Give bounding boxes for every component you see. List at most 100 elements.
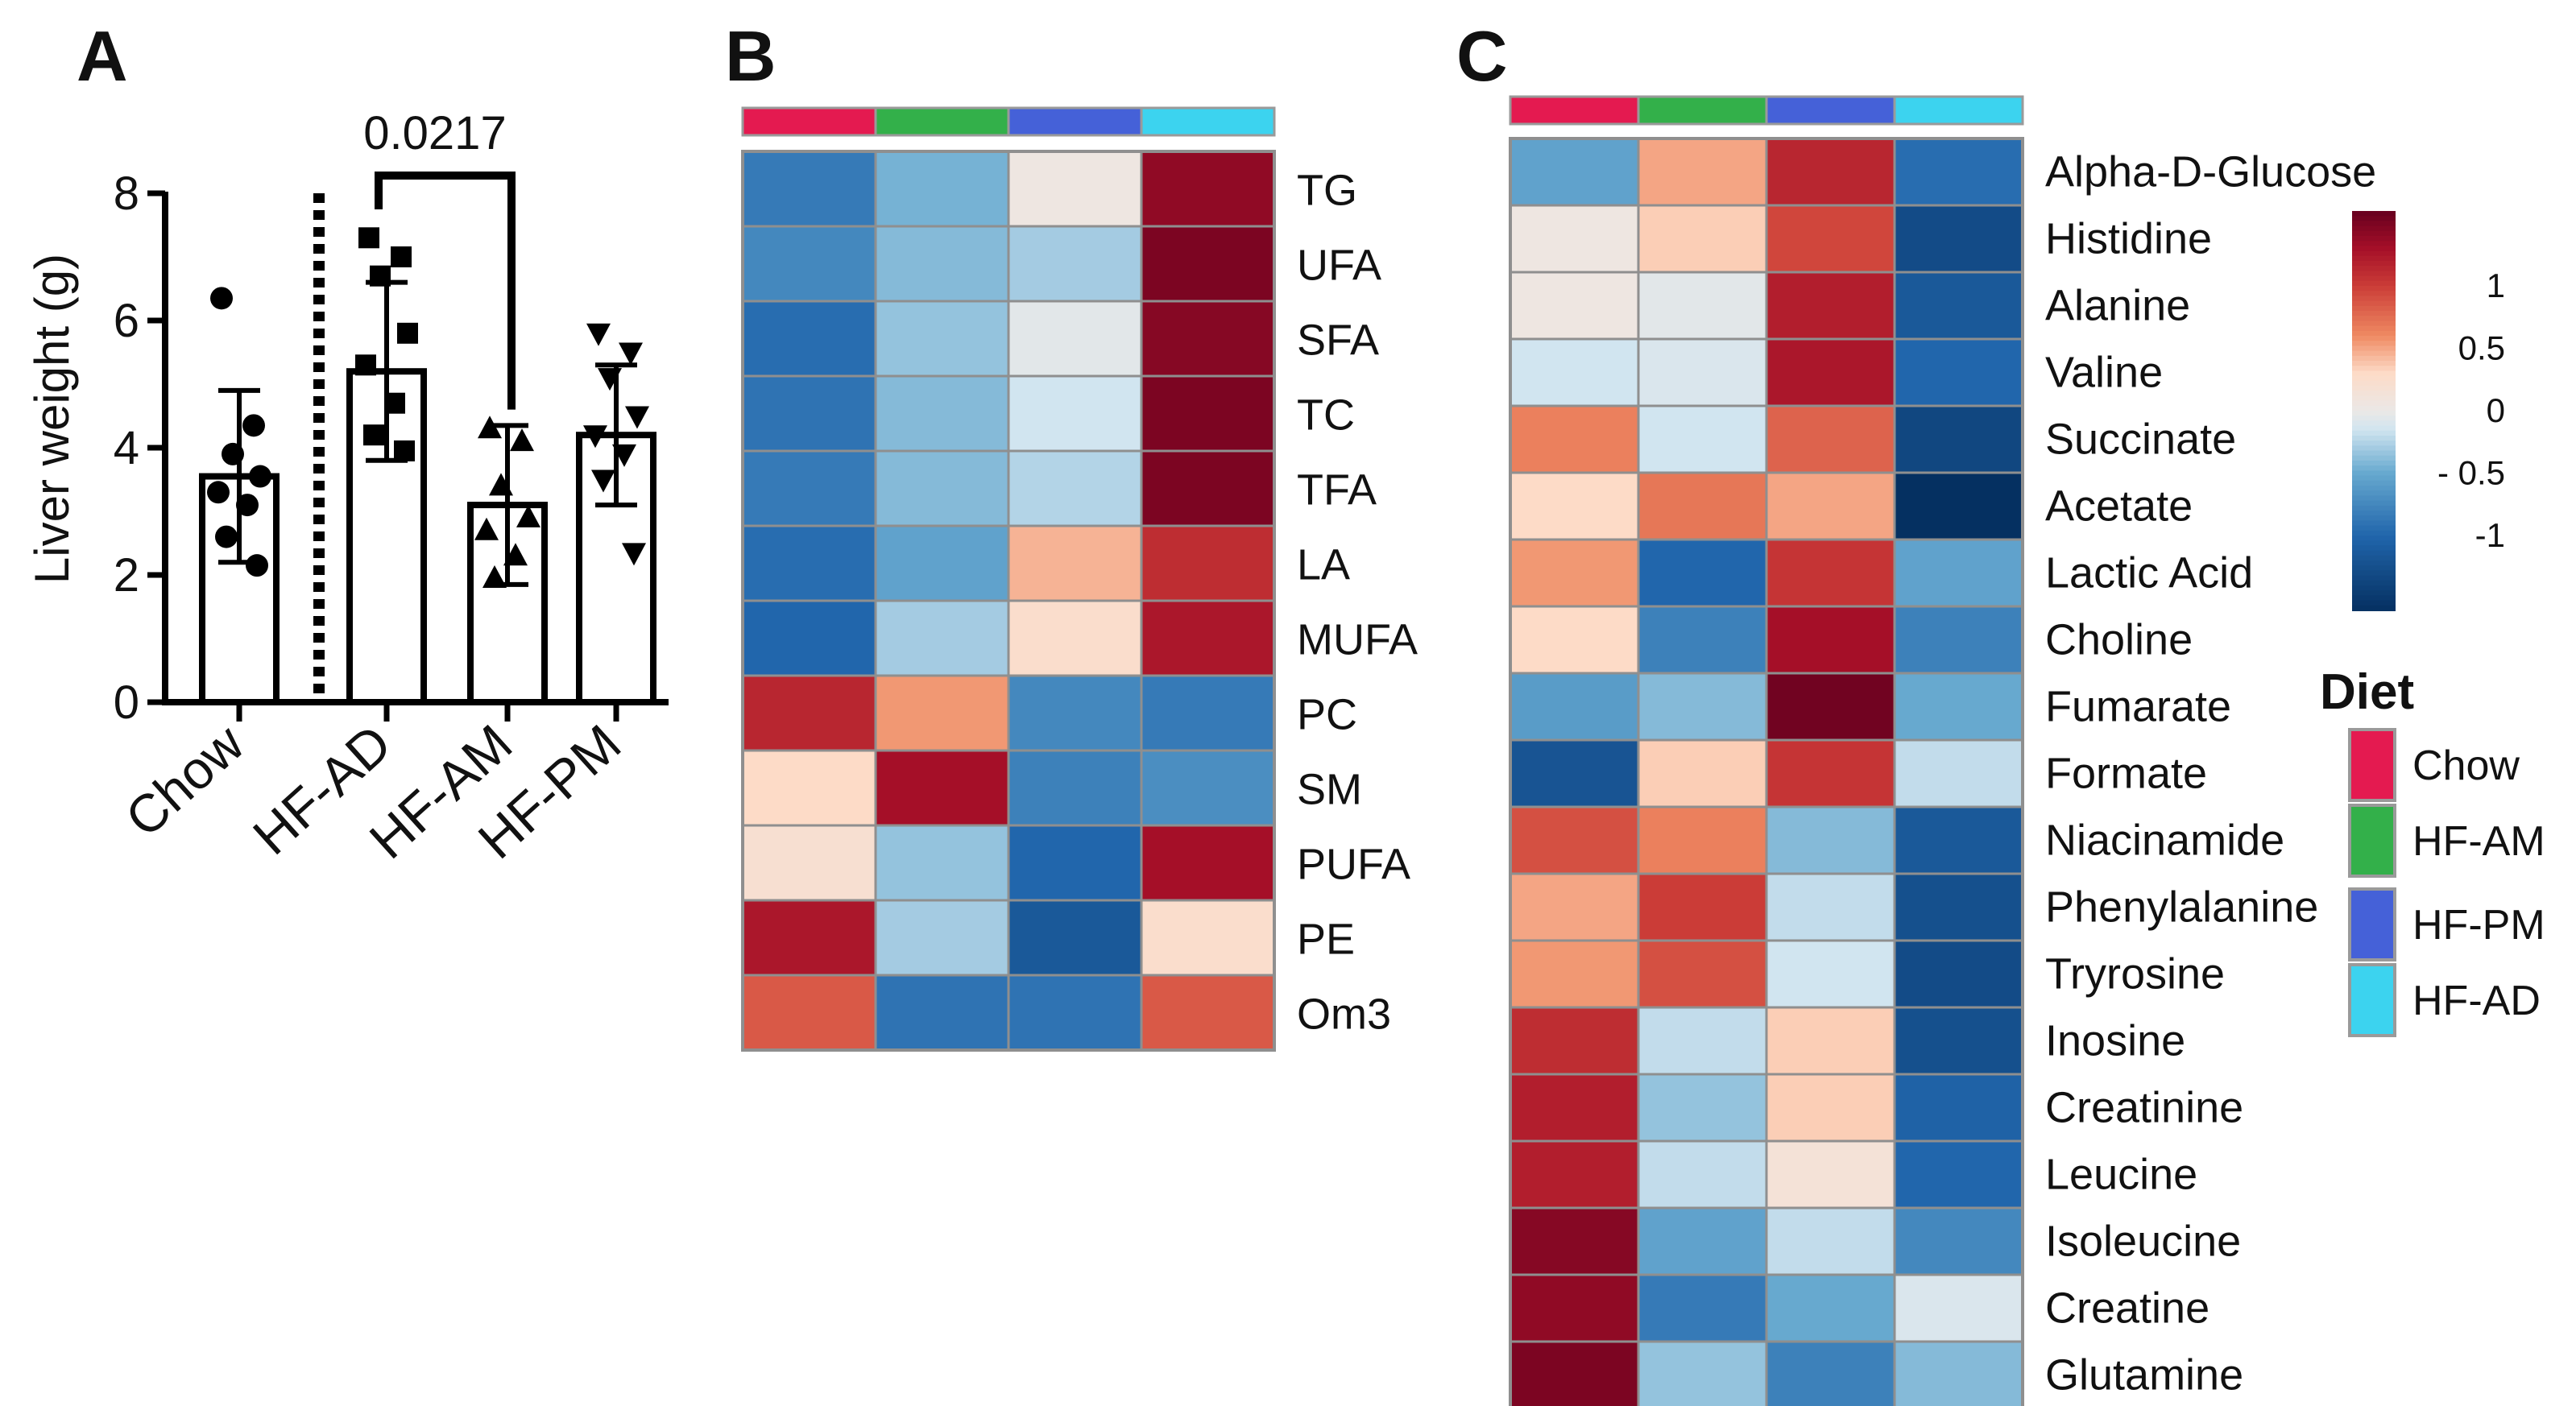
- heatmap-cell: [1893, 471, 2024, 541]
- heatmap-cell: [1893, 1073, 2024, 1143]
- colorbar-segment: [2352, 300, 2396, 307]
- colorbar-segment: [2352, 430, 2396, 436]
- data-point: [363, 424, 384, 446]
- row-label: SFA: [1297, 316, 1379, 365]
- bars: [199, 368, 656, 722]
- heatmap-cell: [1509, 939, 1640, 1009]
- heatmap-cell: [741, 225, 877, 303]
- colorbar-segment: [2352, 525, 2396, 531]
- colorbar-segment: [2352, 425, 2396, 432]
- heatmap-cell: [741, 300, 877, 378]
- heatmap-cell: [1765, 1139, 1896, 1210]
- row-label: SM: [1297, 766, 1362, 814]
- heatmap-cell: [741, 524, 877, 602]
- heatmap-cell: [1765, 939, 1896, 1009]
- row-label: Creatinine: [2045, 1084, 2243, 1132]
- colorbar-segment: [2352, 595, 2396, 602]
- heatmap-cell: [1007, 449, 1143, 527]
- heatmap-cell: [1637, 1006, 1768, 1076]
- heatmap-cell: [874, 974, 1010, 1052]
- heatmap-cell: [1509, 805, 1640, 875]
- heatmap-cell: [1765, 1206, 1896, 1276]
- column-annotation-chow: [1509, 95, 1640, 126]
- heatmap-cell: [1765, 137, 1896, 207]
- heatmap-cell: [1140, 599, 1276, 677]
- colorbar-segment: [2352, 405, 2396, 411]
- heatmap-cell: [741, 599, 877, 677]
- legend-label-hf-am: HF-AM: [2412, 818, 2545, 865]
- heatmap-cell: [1509, 538, 1640, 608]
- heatmap-cell: [1765, 404, 1896, 474]
- colorbar-segment: [2352, 216, 2396, 222]
- heatmap-cell: [1007, 749, 1143, 827]
- row-label: Histidine: [2045, 215, 2212, 263]
- colorbar-segment: [2352, 505, 2396, 511]
- heatmap-cell: [1637, 471, 1768, 541]
- heatmap-cell: [1637, 404, 1768, 474]
- heatmap-cell: [1765, 1340, 1896, 1406]
- colorbar-segment: [2352, 461, 2396, 467]
- colorbar-segment: [2352, 355, 2396, 362]
- colorbar-segment: [2352, 236, 2396, 242]
- colorbar-segment: [2352, 470, 2396, 477]
- row-label: Alpha-D-Glucose: [2045, 148, 2376, 196]
- heatmap-cell: [1893, 337, 2024, 407]
- p-value-label: 0.0217: [363, 107, 506, 159]
- colorbar-segment: [2352, 565, 2396, 572]
- colorbar-segment: [2352, 230, 2396, 237]
- colorbar-segment: [2352, 540, 2396, 547]
- data-point: [358, 227, 379, 249]
- colorbar-segment: [2352, 486, 2396, 492]
- colorbar-tick-label: -1: [2475, 516, 2505, 554]
- colorbar-segment: [2352, 550, 2396, 556]
- legend-swatch-hf-ad: [2348, 963, 2396, 1037]
- colorbar-segment: [2352, 480, 2396, 486]
- row-label: PC: [1297, 691, 1357, 739]
- heatmap-cell: [874, 524, 1010, 602]
- row-label: Lactic Acid: [2045, 549, 2253, 598]
- heatmap-cell: [1637, 1206, 1768, 1276]
- heatmap-cell: [1509, 738, 1640, 808]
- row-label: Acetate: [2045, 482, 2193, 531]
- colorbar-segment: [2352, 316, 2396, 322]
- data-point: [249, 465, 271, 488]
- heatmap-cell: [1509, 137, 1640, 207]
- heatmap-cell: [1509, 271, 1640, 341]
- colorbar-segment: [2352, 560, 2396, 567]
- heatmap-cell: [1140, 300, 1276, 378]
- data-point: [583, 425, 607, 449]
- heatmap-cell: [1637, 872, 1768, 942]
- colorbar-segment: [2352, 490, 2396, 497]
- data-point: [207, 481, 230, 504]
- column-annotation-hf-pm: [1765, 95, 1896, 126]
- heatmap-cell: [1893, 872, 2024, 942]
- heatmap-cell: [1765, 1273, 1896, 1343]
- heatmap-cell: [1765, 204, 1896, 274]
- colorbar-segment: [2352, 211, 2396, 217]
- metabolite-heatmap: Alpha-D-GlucoseHistidineAlanineValineSuc…: [1509, 95, 2376, 1406]
- legend-title: Diet: [2320, 664, 2414, 720]
- colorbar-segment: [2352, 530, 2396, 536]
- colorbar-segment: [2352, 445, 2396, 452]
- column-annotation-hf-ad: [1893, 95, 2024, 126]
- colorbar-segment: [2352, 411, 2396, 417]
- colorbar-tick-label: 1: [2487, 267, 2505, 304]
- colorbar-segment: [2352, 261, 2396, 267]
- colorbar-segment: [2352, 336, 2396, 342]
- heatmap-cell: [1140, 974, 1276, 1052]
- heatmap-cell: [1765, 1073, 1896, 1143]
- heatmap-cell: [1509, 872, 1640, 942]
- heatmap-cell: [1140, 374, 1276, 453]
- heatmap-cell: [1007, 674, 1143, 752]
- heatmap-cell: [1007, 150, 1143, 228]
- heatmap-cell: [1140, 824, 1276, 902]
- colorbar-segment: [2352, 361, 2396, 367]
- data-point: [242, 414, 265, 437]
- colorbar-segment: [2352, 221, 2396, 227]
- heatmap-cell: [1893, 404, 2024, 474]
- heatmap-cell: [1893, 204, 2024, 274]
- colorbar-segment: [2352, 341, 2396, 347]
- heatmap-cell: [1140, 524, 1276, 602]
